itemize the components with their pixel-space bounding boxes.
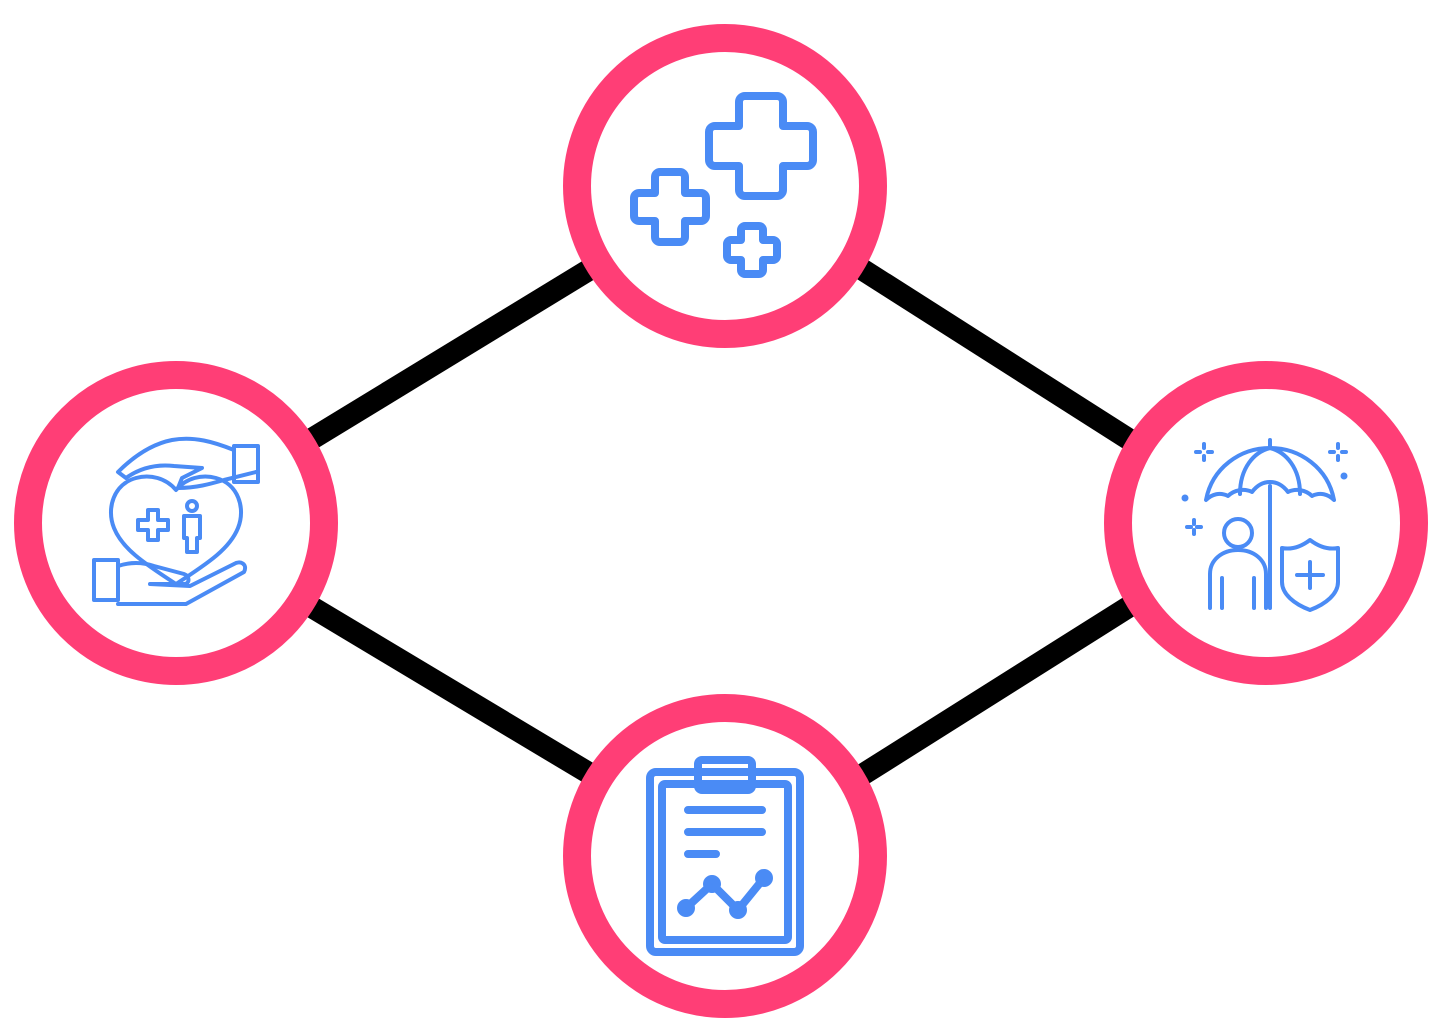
umbrella-shield-person-icon (1181, 438, 1348, 612)
node-right (1104, 361, 1428, 685)
connector-right-bottom (856, 596, 1136, 785)
node-top-ring (563, 24, 887, 348)
connector-bottom-left (304, 596, 598, 785)
node-left (14, 361, 338, 685)
node-left-ring (14, 361, 338, 685)
connector-left-top (304, 258, 598, 450)
connector-top-right (854, 258, 1136, 450)
hands-heart-care-icon (92, 436, 260, 606)
node-right-ring (1104, 361, 1428, 685)
medical-crosses-icon (630, 92, 817, 278)
node-bottom-ring (563, 694, 887, 1018)
connectors (304, 258, 1136, 785)
node-bottom (563, 694, 887, 1018)
clipboard-chart-icon (646, 756, 804, 956)
node-top (563, 24, 887, 348)
